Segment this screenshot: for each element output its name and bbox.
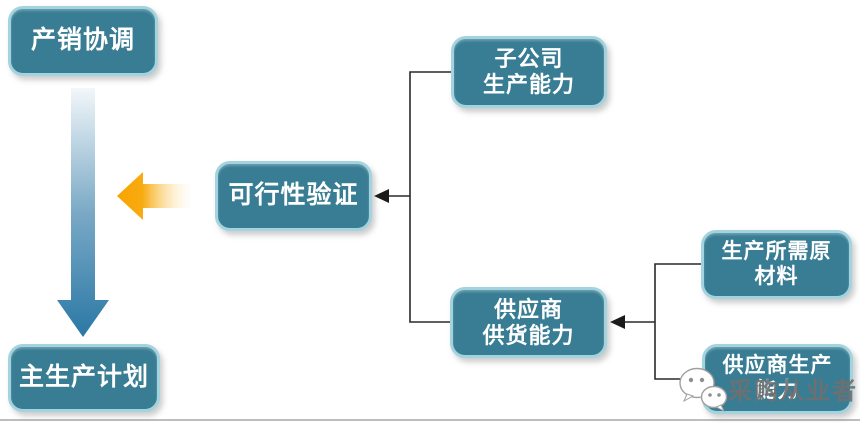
node-label-line1: 供应商 <box>493 296 563 322</box>
node-raw-materials-needed: 生产所需原 材料 <box>701 230 852 299</box>
node-supplier-production-capacity: 供应商生产 能力 <box>702 344 853 414</box>
node-subsidiary-production-capacity: 子公司 生产能力 <box>451 36 607 108</box>
node-label-line1: 子公司 <box>494 46 564 72</box>
node-label-line2: 材料 <box>754 264 799 288</box>
down-arrow-icon <box>57 88 109 337</box>
bottom-divider <box>0 419 860 421</box>
left-arrow-icon <box>117 172 190 220</box>
node-label: 产销协调 <box>30 26 135 55</box>
node-label-line1: 供应商生产 <box>722 354 833 378</box>
node-label-line2: 供货能力 <box>482 322 575 348</box>
node-master-production-plan: 主生产计划 <box>8 344 160 412</box>
node-label-line1: 生产所需原 <box>721 239 832 263</box>
node-label-line2: 能力 <box>755 379 800 402</box>
node-production-sales-coordination: 产销协调 <box>8 6 158 76</box>
node-label-line2: 生产能力 <box>482 72 575 97</box>
left-bracket-connector <box>409 71 451 323</box>
feasibility-arrowhead-icon <box>374 189 389 203</box>
supplier-arrowhead-icon <box>610 315 625 329</box>
node-supplier-supply-capacity: 供应商 供货能力 <box>450 287 607 358</box>
right-bracket-connector <box>654 263 702 380</box>
node-label: 可行性验证 <box>228 181 359 210</box>
node-label: 主生产计划 <box>18 363 149 392</box>
node-feasibility-verification: 可行性验证 <box>215 161 372 231</box>
